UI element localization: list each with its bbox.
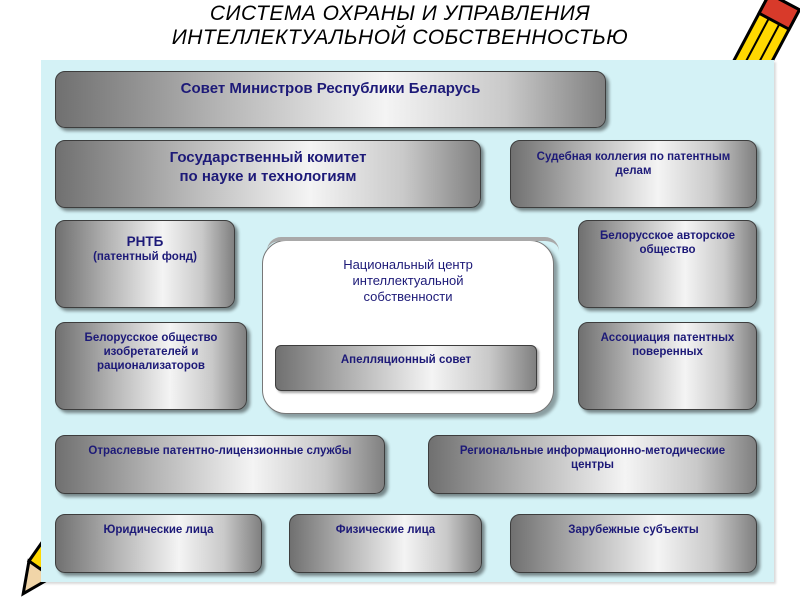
foreign-subjects-box: Зарубежные субъекты [510, 514, 757, 573]
legal-entities-label: Юридические лица [103, 524, 214, 536]
sector-services-box: Отраслевые патентно-лицензионные службы [55, 435, 385, 494]
patent-attorneys-box: Ассоциация патентных поверенных [578, 322, 757, 410]
national-center-box: Национальный центр интеллектуальной собс… [262, 237, 559, 414]
regional-centers-line-1: Региональные информационно-методические [459, 445, 726, 457]
council-of-ministers-box: Совет Министров Республики Беларусь [55, 71, 606, 128]
title-line-1: СИСТЕМА ОХРАНЫ И УПРАВЛЕНИЯ [209, 2, 591, 25]
national-center-label: Национальный центр интеллектуальной собс… [263, 257, 553, 305]
sector-services-label: Отраслевые патентно-лицензионные службы [88, 445, 352, 457]
inventors-line-2: изобретателей и [103, 346, 199, 358]
regional-centers-box: Региональные информационно-методические … [428, 435, 757, 494]
author-society-line-1: Белорусское авторское [599, 230, 736, 242]
inventors-society-box: Белорусское общество изобретателей и рац… [55, 322, 247, 410]
patent-attorneys-line-1: Ассоциация патентных [600, 332, 735, 344]
rntb-line-1: РНТБ [126, 234, 164, 249]
inventors-line-3: рационализаторов [97, 360, 205, 372]
individuals-label: Физические лица [335, 524, 436, 536]
legal-entities-box: Юридические лица [55, 514, 262, 573]
national-center-line-2: интеллектуальной [352, 273, 464, 288]
appeal-council-box: Апелляционный совет [275, 345, 537, 391]
appeal-council-label: Апелляционный совет [340, 354, 472, 366]
author-society-box: Белорусское авторское общество [578, 220, 757, 308]
patent-attorneys-line-2: поверенных [632, 346, 703, 358]
national-center-line-1: Национальный центр [343, 257, 473, 272]
state-committee-line-1: Государственный комитет [169, 149, 367, 166]
rntb-line-2: (патентный фонд) [93, 251, 197, 263]
individuals-box: Физические лица [289, 514, 482, 573]
council-of-ministers-label: Совет Министров Республики Беларусь [180, 80, 481, 97]
state-committee-line-2: по науке и технологиям [179, 168, 357, 185]
author-society-line-2: общество [639, 244, 696, 256]
judicial-board-box: Судебная коллегия по патентным делам [510, 140, 757, 208]
judicial-line-1: Судебная коллегия по патентным [536, 151, 731, 163]
title-line-2: ИНТЕЛЛЕКТУАЛЬНОЙ СОБСТВЕННОСТЬЮ [171, 26, 629, 49]
slide-title: СИСТЕМА ОХРАНЫ И УПРАВЛЕНИЯ ИНТЕЛЛЕКТУАЛ… [0, 2, 800, 50]
foreign-subjects-label: Зарубежные субъекты [568, 524, 699, 536]
judicial-line-2: делам [615, 165, 652, 177]
inventors-line-1: Белорусское общество [84, 332, 218, 344]
national-center-line-3: собственности [363, 289, 453, 304]
rntb-box: РНТБ (патентный фонд) [55, 220, 235, 308]
regional-centers-line-2: центры [571, 459, 614, 471]
state-committee-box: Государственный комитет по науке и техно… [55, 140, 481, 208]
